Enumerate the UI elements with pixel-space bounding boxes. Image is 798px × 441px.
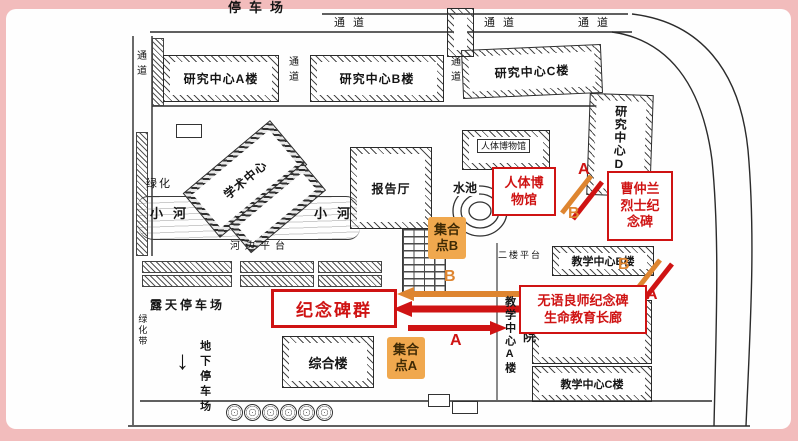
callout-line: 生命教育长廊 — [543, 309, 622, 325]
parking-strip — [318, 261, 382, 273]
label-green-belt: 绿化带 — [137, 314, 148, 347]
badge-line: 集合 — [392, 341, 419, 357]
callout-line: 无语良师纪念碑 — [537, 292, 629, 308]
label-river: 小河 — [314, 206, 361, 221]
callout-line: 念碑 — [626, 214, 653, 230]
assembly-point-b-badge: 集合 点B — [428, 217, 466, 259]
tree-icon — [262, 404, 279, 421]
small-structure — [176, 124, 202, 138]
tree-icon — [244, 404, 261, 421]
callout-line: 曹仲兰 — [620, 180, 660, 196]
route-marker-b: B — [444, 268, 456, 285]
label-passage-vertical: 通道 — [134, 50, 146, 80]
building-label: 教学中心C楼 — [560, 379, 624, 391]
body-museum-callout: 人体博 物馆 — [492, 167, 556, 216]
label-underground-parking: 地下停车场 — [198, 340, 211, 415]
callout-line: 烈士纪 — [620, 197, 660, 213]
label-passage-vertical: 通道 — [448, 56, 460, 86]
monument-group-callout: 纪念碑群 — [271, 289, 397, 328]
parking-strip — [318, 275, 382, 287]
tree-icon — [226, 404, 243, 421]
building-research-center-a: 研究中心A楼 — [163, 55, 279, 102]
route-marker-b: B — [618, 256, 630, 273]
parking-strip — [142, 275, 232, 287]
label-open-parking: 露天停车场 — [150, 298, 226, 312]
label-passage: 通道 — [578, 17, 616, 29]
label-parking-lot-top: 停车场 — [228, 0, 292, 15]
down-arrow-icon: ↓ — [176, 345, 189, 375]
route-marker-a: A — [578, 161, 590, 178]
tree-icon — [298, 404, 315, 421]
building-research-center-c: 研究中心C楼 — [460, 43, 604, 100]
small-structure — [452, 401, 478, 414]
tree-icon — [316, 404, 333, 421]
building-label: 报告厅 — [371, 181, 411, 196]
label-riverside-platform: 河边平台 — [230, 241, 290, 252]
label-pool: 水池 — [451, 181, 480, 196]
badge-line: 集合 — [433, 221, 460, 237]
building-label: 研究中心A楼 — [183, 72, 259, 86]
callout-line: 物馆 — [510, 191, 537, 207]
building-complex: 综合楼 — [282, 336, 374, 388]
building-label: 教学中心B楼 — [571, 256, 635, 268]
route-marker-a: A — [450, 332, 462, 349]
small-structure — [428, 394, 450, 407]
callout-line: 纪念碑群 — [296, 301, 372, 320]
cao-martyr-memorial-callout: 曹仲兰 烈士纪 念碑 — [607, 171, 673, 241]
building-label: 研究中心B楼 — [339, 72, 415, 86]
parking-strip — [142, 261, 232, 273]
building-label: 研究中心C楼 — [494, 63, 570, 81]
building-teaching-center-c: 教学中心C楼 — [532, 366, 652, 402]
assembly-point-a-badge: 集合 点A — [387, 337, 425, 379]
label-river: 小河 — [150, 206, 197, 221]
callout-line: 人体博 — [504, 175, 544, 191]
route-marker-a: A — [646, 286, 658, 303]
badge-line: 点B — [435, 238, 459, 253]
building-tower — [447, 8, 474, 57]
building-lecture-hall: 报告厅 — [350, 147, 432, 229]
building-teaching-center-b: 教学中心B楼 — [552, 246, 654, 276]
label-teaching-center-a: 教学中心A楼 — [503, 296, 516, 375]
label-passage: 通道 — [334, 17, 372, 29]
building-research-center-b: 研究中心B楼 — [310, 55, 444, 102]
parking-strip — [240, 275, 314, 287]
label-greenery: 绿化 — [146, 178, 172, 190]
route-marker-b: B — [568, 205, 580, 222]
silent-mentor-callout: 无语良师纪念碑 生命教育长廊 — [519, 285, 647, 334]
tree-icon — [280, 404, 297, 421]
label-passage-vertical: 通道 — [286, 56, 298, 86]
label-passage: 通道 — [484, 17, 522, 29]
badge-line: 点A — [394, 358, 418, 373]
label-second-floor-platform: 二楼平台 — [498, 250, 543, 260]
label-body-museum-small: 人体博物馆 — [477, 139, 531, 154]
parking-strip — [240, 261, 314, 273]
building-label: 综合楼 — [308, 355, 348, 371]
